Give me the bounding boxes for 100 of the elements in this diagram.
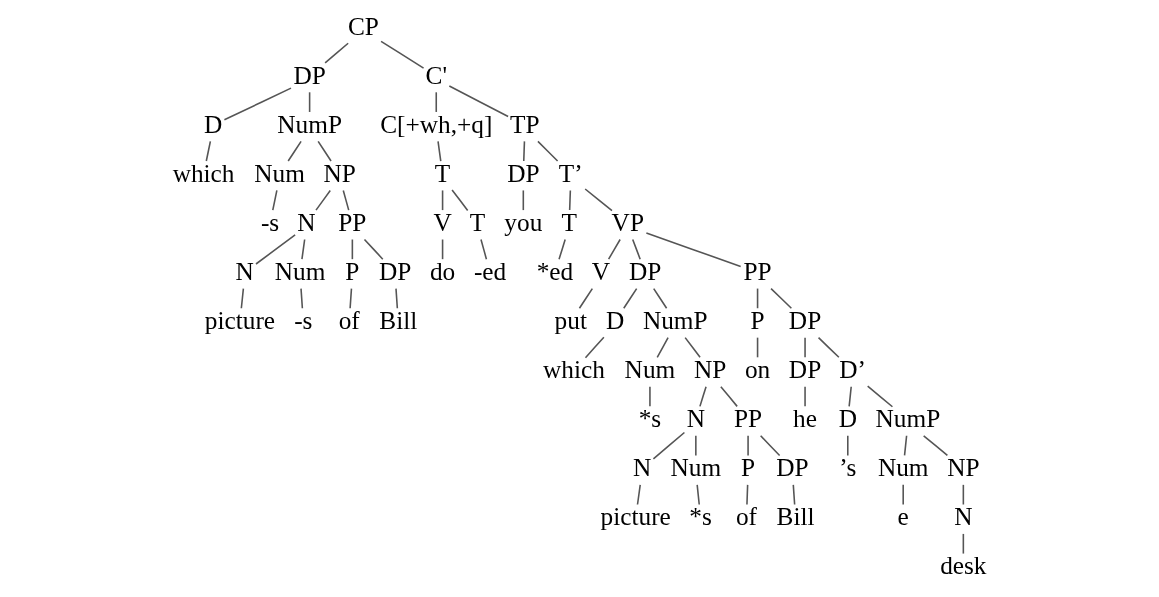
connector [962,484,965,506]
connector [866,385,894,408]
node-text: ’s [839,453,857,482]
connector [441,238,444,260]
connector [804,336,806,359]
connector [656,336,669,359]
node-text: desk [940,551,987,580]
node-text: on [744,355,771,384]
node-text: picture [600,502,671,531]
node-text: DP [293,60,326,89]
connector [804,385,806,408]
connector [578,287,594,310]
connector [636,484,641,506]
connector [792,484,796,506]
connector [746,484,749,506]
connector [255,234,296,265]
connector [770,287,793,310]
node-text: which [172,158,235,187]
node-text: PP [338,207,367,236]
node-text: D [203,109,223,138]
connector [652,431,686,460]
node-text: *s [689,502,712,531]
connector [922,435,949,457]
connector [696,484,700,506]
connector [317,140,332,162]
node-text: VP [611,207,644,236]
connector [349,287,353,310]
connector [437,140,442,162]
node-text: D [605,306,625,335]
node-text: C' [425,60,447,89]
connector [448,85,509,118]
connector [645,232,742,268]
node-text: N [632,453,652,482]
connector [342,189,350,211]
node-text: Bill [379,306,418,335]
node-text: N [686,404,705,433]
connector [720,385,738,408]
node-text: NumP [277,109,342,138]
node-text: NumP [642,306,708,335]
node-text: DP [378,256,412,285]
connector [607,238,621,260]
connector [395,287,399,310]
node-text: NP [693,355,727,384]
node-text: T [469,207,486,236]
node-text: Num [254,158,305,187]
node-text: N [297,207,316,236]
connector [756,336,759,359]
connector [272,189,278,211]
connector [756,287,759,310]
connector [435,91,438,113]
node-text: Bill [776,502,815,531]
node-text: Num [624,355,676,384]
connector [363,238,384,260]
connector [848,385,852,408]
node-text: Num [274,256,326,285]
connector [351,238,354,260]
node-text: T’ [558,158,583,187]
connector [558,238,566,260]
node-text: V [433,207,452,236]
connector [287,140,302,162]
node-text: N [235,256,254,285]
connector [308,91,311,113]
node-text: PP [734,404,763,433]
node-text: DP [776,453,809,482]
connector [623,287,638,310]
node-text: N [954,502,973,531]
node-text: DP [788,306,822,335]
connector [699,385,707,408]
node-text: P [750,306,765,335]
node-text: T [561,207,577,236]
node-text: -s [260,207,280,236]
connector [902,484,904,506]
node-text: Num [670,453,722,482]
connector [441,189,444,211]
node-text: he [793,404,818,433]
node-text: V [591,256,611,285]
node-text: -ed [473,256,507,285]
node-text: PP [743,256,772,285]
connector [523,140,526,162]
node-text: NP [947,453,980,482]
node-text: put [554,306,587,335]
node-text: Num [877,453,929,482]
node-text: CP [347,11,379,40]
node-text: which [543,355,605,384]
node-text: DP [629,256,662,285]
node-text: D’ [839,355,866,384]
node-text: NumP [875,404,941,433]
node-text: P [345,256,360,285]
connector [240,287,245,310]
node-text: *s [638,404,662,433]
connector [301,238,306,260]
connector [695,435,697,457]
connector [380,40,425,69]
connector [652,287,668,310]
connector [584,336,605,359]
node-text: T [434,158,451,187]
node-text: *ed [536,256,574,285]
connector [451,189,469,212]
connector [537,140,559,162]
connector [747,435,749,457]
